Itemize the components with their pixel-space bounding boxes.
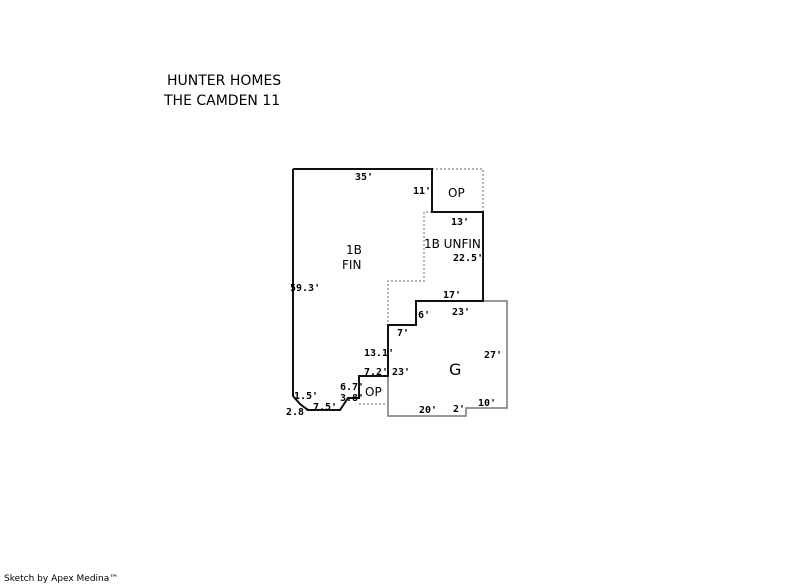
dim-label: 7': [397, 328, 409, 339]
dim-label: 35': [355, 172, 373, 183]
house-outline: [292, 168, 484, 411]
dim-label: 13': [451, 217, 469, 228]
dim-label: 3.8': [340, 393, 364, 404]
dim-label: 6.7': [340, 382, 364, 393]
dim-label: 20': [419, 405, 437, 416]
dim-label: 17': [443, 290, 461, 301]
area-fin-label: 1B: [346, 243, 362, 257]
dim-label: 59.3': [290, 283, 320, 294]
area-unfin-label: 1B UNFIN: [424, 237, 481, 251]
dim-label: 27': [484, 350, 502, 361]
dim-label: 6': [418, 310, 430, 321]
garage-outline: [387, 300, 508, 417]
dim-label: 7.5': [313, 402, 337, 413]
area-fin-label-2: FIN: [342, 258, 361, 272]
unfin-outline: [387, 211, 432, 325]
dim-label: 2': [453, 404, 465, 415]
area-op-bottom-label: OP: [365, 385, 382, 399]
dim-label: 22.5': [453, 253, 483, 264]
dim-label: 1.5': [294, 391, 318, 402]
dim-label: 2.8': [286, 407, 310, 418]
dim-label: 11': [413, 186, 431, 197]
op-top-outline: [432, 168, 484, 212]
dim-label: 10': [478, 398, 496, 409]
dim-label: 7.2': [364, 367, 388, 378]
dim-label: 23': [392, 367, 410, 378]
area-garage-label: G: [449, 360, 461, 379]
area-op-top-label: OP: [448, 186, 465, 200]
dim-label: 13.1': [364, 348, 394, 359]
dim-label: 23': [452, 307, 470, 318]
sketch-credit: Sketch by Apex Medina™: [4, 574, 119, 584]
builder-name: HUNTER HOMES: [167, 73, 282, 89]
plan-name: THE CAMDEN 11: [164, 93, 281, 109]
